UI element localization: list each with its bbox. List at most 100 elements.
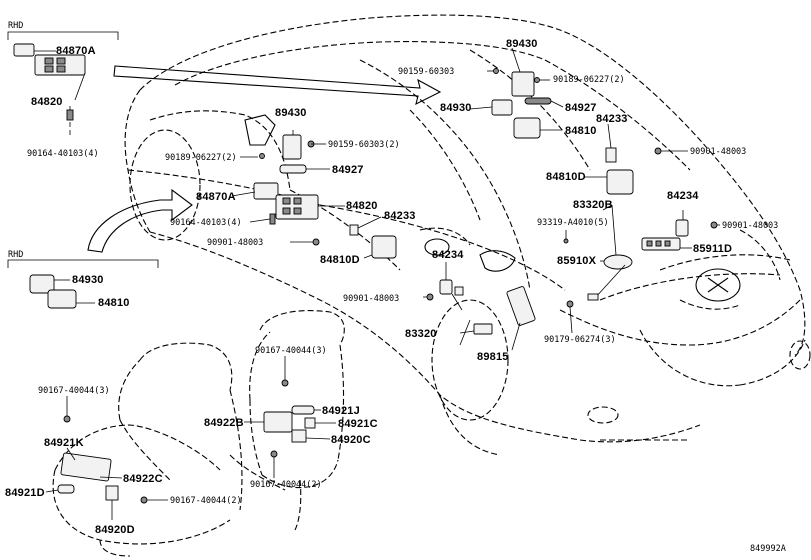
heater-84921k (60, 452, 112, 482)
switch-89430-rear (511, 71, 535, 97)
opener-85910x (603, 254, 633, 270)
label-84922B: 84922B (204, 417, 244, 429)
label-90167-seat-bottom: 90167-40044(2) (250, 480, 322, 490)
switch-84810d-rear (606, 169, 634, 195)
cover-84927-front (279, 164, 307, 174)
screw-90901-rear (654, 147, 662, 155)
label-84820-rhd: 84820 (31, 96, 63, 108)
cover-84921d (57, 484, 75, 494)
switch-84234-right (675, 219, 689, 237)
label-84820: 84820 (346, 200, 378, 212)
switch-84920d (105, 485, 119, 501)
label-85910X: 85910X (557, 255, 597, 267)
screw-90901-center (426, 293, 434, 301)
label-84870A-rhd: 84870A (56, 45, 96, 57)
label-90164: 90164-40103(4) (170, 218, 242, 228)
knob-84921c (304, 417, 316, 429)
label-83320: 83320 (405, 328, 437, 340)
label-93319: 93319-A4010(5) (537, 218, 609, 228)
label-89815: 89815 (477, 351, 509, 363)
switch-84810 (513, 117, 541, 139)
switch-84234-center (439, 279, 453, 295)
label-90159-front: 90159-60303(2) (328, 140, 400, 150)
label-90167-seat-left: 90167-40044(3) (38, 386, 110, 396)
label-84922C: 84922C (123, 473, 163, 485)
label-90901-front: 90901-48003 (207, 238, 263, 248)
label-84870A: 84870A (196, 191, 236, 203)
rear-door-cluster: 89430 90159-60303 90189-06227(2) 84930 8… (398, 38, 746, 195)
clip-90189-front (259, 153, 265, 159)
switch-84921j (291, 405, 315, 415)
label-90901-center: 90901-48003 (343, 294, 399, 304)
screw-90167-lower (140, 496, 148, 504)
switch-84870a-rhd (13, 43, 35, 57)
switch-84233-front (349, 224, 359, 236)
label-84233-rear: 84233 (596, 113, 628, 125)
switch-84810-rhd (47, 289, 77, 309)
cover-84927-rear (524, 97, 552, 105)
clip-90189-rear (534, 77, 540, 83)
label-84921J: 84921J (322, 405, 360, 417)
car-body-outline (124, 14, 811, 456)
label-84930: 84930 (440, 102, 472, 114)
switch-84810d-front (371, 235, 397, 259)
label-90189-front: 90189-06227(2) (165, 153, 237, 163)
diagram-id: 849992A (750, 544, 786, 554)
switch-84233-rear (605, 147, 617, 163)
switch-84920c (291, 429, 307, 443)
screw-90167-left (63, 415, 71, 423)
fuel-lid-outline (424, 238, 450, 256)
switch-89430-front (282, 134, 302, 160)
label-90159-rear: 90159-60303 (398, 67, 454, 77)
screw-90164 (269, 213, 276, 225)
label-84810D-front: 84810D (320, 254, 360, 266)
screw-90159-rear (493, 68, 499, 74)
pointer-arrows (87, 65, 442, 253)
label-84810D-rear: 84810D (546, 171, 586, 183)
label-84810: 84810 (565, 125, 597, 137)
label-84920D: 84920D (95, 524, 135, 536)
front-door-cluster: 89430 90159-60303(2) 90189-06227(2) 8492… (165, 107, 416, 266)
opener-end (587, 293, 599, 301)
label-84810-rhd: 84810 (98, 297, 130, 309)
label-84921K: 84921K (44, 437, 84, 449)
label-83320B: 83320B (573, 199, 613, 211)
mirror-outline (244, 114, 276, 146)
trunk-cluster: 84234 83320B 93319-A4010(5) 90901-48003 … (537, 190, 778, 301)
label-84233-front: 84233 (384, 210, 416, 222)
label-90901-right: 90901-48003 (722, 221, 778, 231)
rhd-box-mid: RHD 84930 84810 (7, 250, 159, 309)
label-90901-rear: 90901-48003 (690, 147, 746, 157)
label-84920C: 84920C (331, 434, 371, 446)
center-cluster: 84234 90901-48003 83320 90179-06274(3) 8… (343, 238, 616, 363)
rhd-box-top: RHD 84870A 84820 90164-40103(4) (7, 21, 119, 159)
heater-84922b (263, 411, 293, 433)
label-85911D: 85911D (693, 243, 732, 255)
label-90179: 90179-06274(3) (544, 335, 616, 345)
label-84921D: 84921D (5, 487, 45, 499)
label-89430-front: 89430 (275, 107, 307, 119)
module-89815 (506, 286, 536, 326)
label-84930-rhd: 84930 (72, 274, 104, 286)
seats: 90167-40044(3) 84921J 84922B 84921C 8492… (5, 310, 378, 557)
screw-90167-bottom (270, 450, 278, 458)
bracket-84234 (454, 286, 464, 296)
connector-83320 (473, 323, 493, 335)
screw-90901-front (312, 238, 320, 246)
clip-93319 (563, 238, 569, 244)
rhd-mid-label: RHD (8, 250, 23, 260)
label-84234-center: 84234 (432, 249, 464, 261)
switch-84930 (491, 99, 513, 116)
switch-84870a (253, 182, 279, 200)
label-90167-seat-lower: 90167-40044(2) (170, 496, 242, 506)
label-84927-front: 84927 (332, 164, 364, 176)
label-84234-right: 84234 (667, 190, 699, 202)
screw-90167-right (281, 379, 289, 387)
label-89430-rear: 89430 (506, 38, 538, 50)
rhd-top-label: RHD (8, 21, 23, 31)
screw-90901-right (710, 221, 718, 229)
label-90167-seat-right: 90167-40044(3) (255, 346, 327, 356)
label-90189-rear: 90189-06227(2) (553, 75, 625, 85)
screw-90164-rhd (66, 109, 74, 121)
